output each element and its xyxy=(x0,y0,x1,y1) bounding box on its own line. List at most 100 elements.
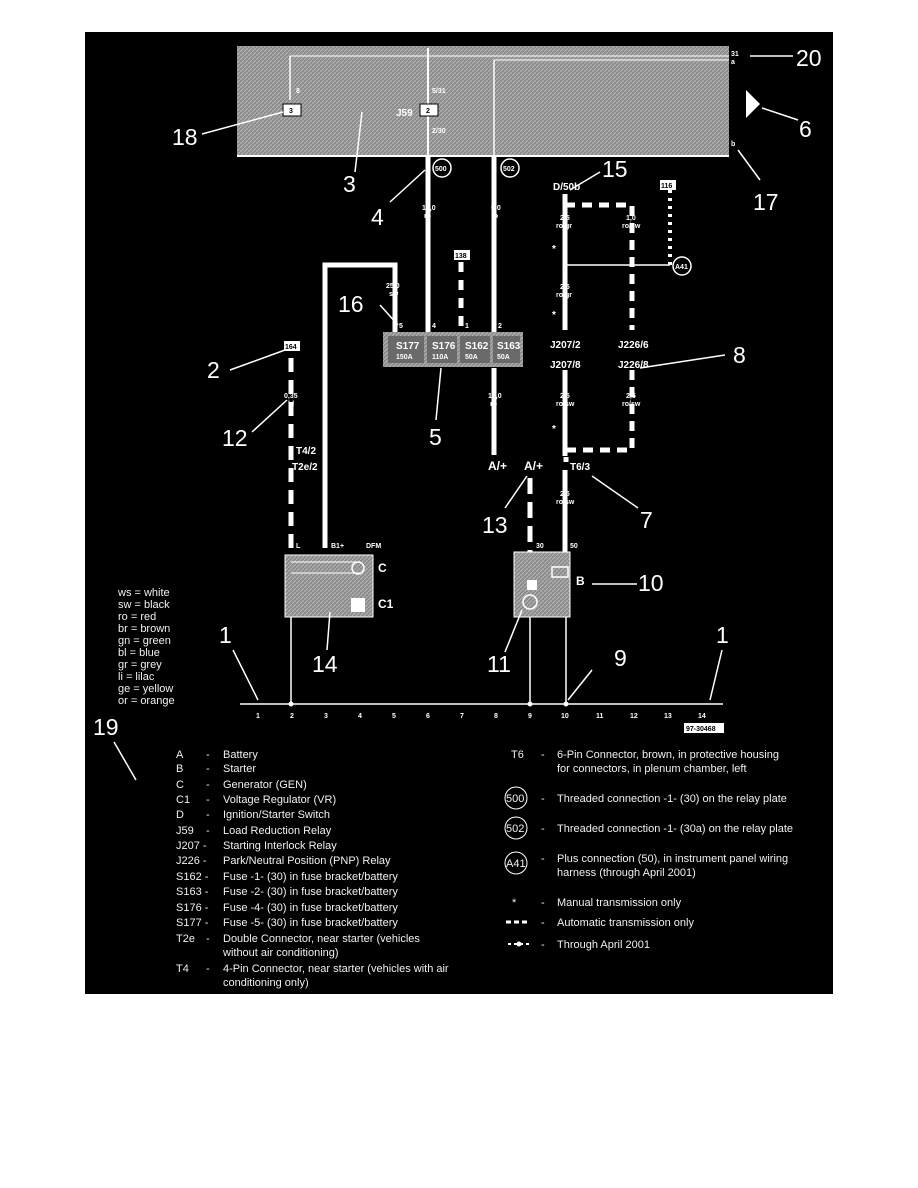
relay-pin-2-label: 2 xyxy=(426,108,430,115)
svg-text:ro = red: ro = red xyxy=(118,611,156,623)
svg-text:S162 -: S162 - xyxy=(176,871,209,883)
svg-text:sw = black: sw = black xyxy=(118,599,170,611)
starter-30-label: 30 xyxy=(536,543,544,550)
svg-text:-: - xyxy=(206,933,210,945)
svg-text:Manual transmission only: Manual transmission only xyxy=(557,897,682,909)
svg-text:8: 8 xyxy=(494,713,498,720)
svg-text:1,0: 1,0 xyxy=(626,215,636,222)
starter-50-label: 50 xyxy=(570,543,578,550)
gen-l-label: L xyxy=(296,543,301,550)
svg-text:A41: A41 xyxy=(506,858,526,870)
connector-labels: D/50b * * * J207/2 J207/8 J226/6 J226/8 … xyxy=(292,182,649,473)
callout-2: 2 xyxy=(207,357,220,383)
fuse-s176-id: S176 xyxy=(432,341,456,352)
svg-text:2,5: 2,5 xyxy=(560,284,570,291)
edge-b: b xyxy=(731,141,735,148)
svg-text:-: - xyxy=(206,809,210,821)
svg-text:5: 5 xyxy=(392,713,396,720)
svg-text:br = brown: br = brown xyxy=(118,623,170,635)
svg-text:2,5: 2,5 xyxy=(560,215,570,222)
svg-text:-: - xyxy=(541,939,545,951)
svg-text:3: 3 xyxy=(324,713,328,720)
callout-6: 6 xyxy=(799,116,812,142)
svg-text:25,0: 25,0 xyxy=(386,283,400,290)
ground-bus: 1 2 3 4 5 6 7 8 9 10 11 12 13 14 97-3046… xyxy=(240,617,724,733)
svg-text:-: - xyxy=(206,963,210,975)
svg-text:-: - xyxy=(206,749,210,761)
callout-14: 14 xyxy=(312,651,338,677)
fuse-s176-rating: 110A xyxy=(432,354,448,361)
svg-text:A: A xyxy=(176,749,184,761)
svg-text:C: C xyxy=(176,779,184,791)
svg-text:Load Reduction Relay: Load Reduction Relay xyxy=(223,825,332,837)
starter: 30 50 B xyxy=(513,543,585,618)
svg-text:Threaded connection -1- (30) o: Threaded connection -1- (30) on the rela… xyxy=(557,793,787,805)
label-j207-8: J207/8 xyxy=(550,360,581,371)
callout-8: 8 xyxy=(733,342,746,368)
svg-text:0,35: 0,35 xyxy=(284,393,298,400)
svg-text:gr = grey: gr = grey xyxy=(118,659,162,671)
svg-text:6: 6 xyxy=(426,713,430,720)
fuse-s163-rating: 50A xyxy=(497,354,510,361)
fuse-pin-2: 2 xyxy=(498,323,502,330)
label-j226-6: J226/6 xyxy=(618,340,649,351)
svg-text:C1: C1 xyxy=(176,794,190,806)
svg-text:ro/sw: ro/sw xyxy=(556,499,575,506)
svg-text:16,0: 16,0 xyxy=(488,393,502,400)
svg-text:for connectors, in plenum cham: for connectors, in plenum chamber, left xyxy=(557,763,747,775)
fuse-s163-id: S163 xyxy=(497,341,521,352)
svg-text:-: - xyxy=(206,825,210,837)
svg-text:-: - xyxy=(206,779,210,791)
label-star-3: * xyxy=(552,424,556,435)
edge-31: 31 xyxy=(731,51,739,58)
svg-text:-: - xyxy=(541,823,545,835)
relay-terminal-230: 2/30 xyxy=(432,128,446,135)
component-legend-right: T6 - 6-Pin Connector, brown, in protecti… xyxy=(504,749,793,951)
relay-j59-label: J59 xyxy=(396,108,413,119)
svg-text:J207 -: J207 - xyxy=(176,840,207,852)
svg-text:Starter: Starter xyxy=(223,763,256,775)
svg-text:2,5: 2,5 xyxy=(560,393,570,400)
fuse-bracket: S177 150A S176 110A S162 50A S163 50A 5 … xyxy=(383,323,523,367)
connection-a41: A41 xyxy=(672,256,692,276)
svg-text:11: 11 xyxy=(596,713,604,720)
callout-4: 4 xyxy=(371,204,384,230)
callout-1-left: 1 xyxy=(219,622,232,648)
svg-text:116: 116 xyxy=(661,183,672,190)
gen-dfm-label: DFM xyxy=(366,543,381,550)
svg-text:conditioning only): conditioning only) xyxy=(223,977,309,989)
label-a-plus-2: A/+ xyxy=(524,459,543,473)
callout-12: 12 xyxy=(222,425,248,451)
relay-pin-2 xyxy=(419,103,439,117)
tag-138: 138 xyxy=(454,250,470,260)
label-t6-3: T6/3 xyxy=(570,462,590,473)
svg-text:bl: bl xyxy=(288,401,294,408)
callout-13: 13 xyxy=(482,512,508,538)
svg-text:Ignition/Starter Switch: Ignition/Starter Switch xyxy=(223,809,330,821)
svg-text:T4: T4 xyxy=(176,963,189,975)
svg-text:Generator (GEN): Generator (GEN) xyxy=(223,779,307,791)
relay-terminal-8: 8 xyxy=(296,88,300,95)
svg-text:ro/sw: ro/sw xyxy=(622,401,641,408)
svg-text:Through April 2001: Through April 2001 xyxy=(557,939,650,951)
svg-text:S176 -: S176 - xyxy=(176,902,209,914)
relay-terminal-531: 5/31 xyxy=(432,88,446,95)
svg-text:sw: sw xyxy=(389,291,399,298)
svg-text:Automatic transmission only: Automatic transmission only xyxy=(557,917,694,929)
svg-text:ro: ro xyxy=(490,401,497,408)
label-t2e-2: T2e/2 xyxy=(292,462,318,473)
label-j207-2: J207/2 xyxy=(550,340,581,351)
label-t4-2: T4/2 xyxy=(296,446,316,457)
svg-text:B: B xyxy=(176,763,183,775)
callout-5: 5 xyxy=(429,424,442,450)
relay-plate: 3 2 J59 5/31 2/30 8 31 a b xyxy=(237,46,739,157)
svg-text:4: 4 xyxy=(358,713,362,720)
wire-color-legend: ws = white sw = black ro = red br = brow… xyxy=(117,587,175,707)
svg-text:harness (through April 2001): harness (through April 2001) xyxy=(557,867,696,879)
svg-text:12: 12 xyxy=(630,713,638,720)
callout-labels: 1 2 3 4 5 6 7 8 9 10 11 12 13 14 15 16 1… xyxy=(93,45,822,740)
svg-text:T2e: T2e xyxy=(176,933,195,945)
fuse-s162-rating: 50A xyxy=(465,354,478,361)
svg-text:D: D xyxy=(176,809,184,821)
